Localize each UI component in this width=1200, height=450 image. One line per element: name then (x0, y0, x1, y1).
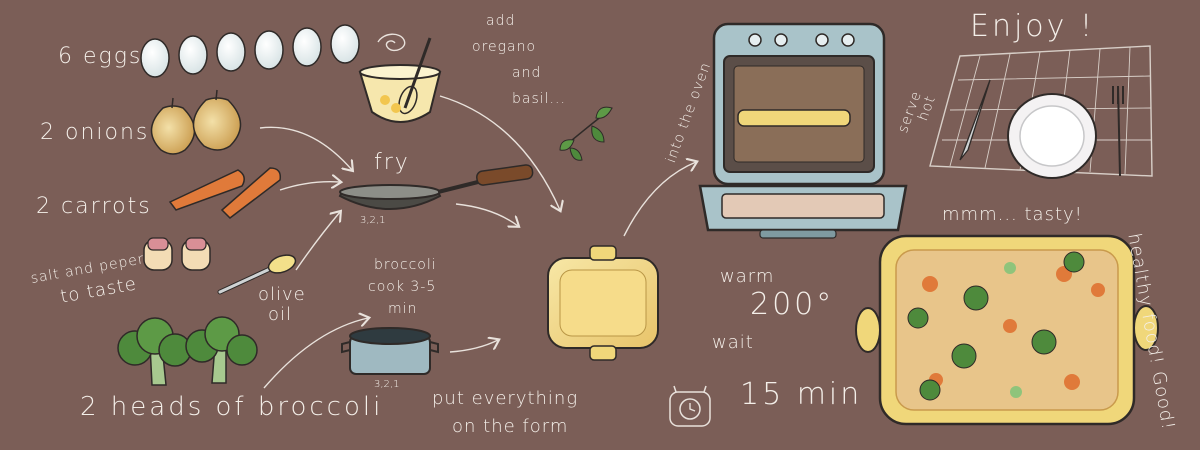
onion-icon (192, 89, 242, 151)
fork-icon (1112, 85, 1124, 177)
label-put-line2: on the form (452, 416, 569, 437)
mixing-bowl-illustration (358, 33, 442, 123)
leaf-icon (569, 147, 583, 161)
eggs-illustration (140, 24, 360, 78)
label-olive-line2: oil (268, 304, 293, 325)
label-carrots: 2 carrots (36, 194, 152, 219)
carrots-illustration (168, 167, 282, 219)
label-enjoy: Enjoy ! (970, 9, 1095, 44)
frying-pan-illustration (338, 164, 534, 210)
broccoli-icon (117, 317, 192, 386)
salt-pepper-illustration (143, 237, 211, 271)
leaf-icon (595, 106, 613, 119)
label-fry: fry (374, 150, 410, 175)
label-add-line2: oregano (472, 39, 537, 55)
broccoli-icon (185, 316, 258, 384)
place-setting-illustration (929, 45, 1153, 179)
oven-knob-icon (815, 33, 829, 47)
carrot-icon (220, 167, 282, 219)
oven-knob-icon (774, 33, 788, 47)
onions-illustration (150, 89, 242, 155)
knife-icon (959, 79, 991, 161)
oven-knob-icon (748, 33, 762, 47)
label-pot-count: 3,2,1 (374, 379, 400, 390)
pepper-shaker-icon (181, 237, 211, 271)
cooking-pot-illustration (341, 327, 439, 375)
label-fry-count: 3,2,1 (360, 215, 386, 226)
leaf-icon (591, 125, 605, 143)
label-olive-line1: olive (258, 284, 306, 305)
arrow-icon (295, 212, 340, 271)
label-broccoli-step-line1: broccoli (374, 257, 437, 273)
label-eggs: 6 eggs (58, 44, 143, 69)
arrow-icon (455, 203, 518, 226)
carrot-icon (168, 169, 245, 211)
arrow-icon (259, 126, 352, 170)
flow-arrows (259, 95, 696, 389)
label-warm: warm (720, 266, 775, 287)
label-onions: 2 onions (40, 120, 150, 145)
label-tasty: mmm... tasty! (942, 204, 1083, 225)
egg-icon (254, 30, 284, 70)
onion-icon (150, 97, 196, 155)
oven-illustration (698, 22, 908, 239)
arrow-icon (623, 162, 696, 237)
arrow-icon (439, 95, 560, 210)
label-broccoli: 2 heads of broccoli (80, 392, 384, 422)
baking-form-illustration (547, 245, 659, 361)
label-put-line1: put everything (432, 388, 579, 409)
arrow-icon (279, 182, 340, 191)
egg-icon (140, 38, 170, 78)
leaf-icon (559, 139, 575, 151)
label-broccoli-step-line2: cook 3-5 (368, 279, 437, 295)
egg-icon (178, 35, 208, 75)
olive-oil-spoon-illustration (217, 254, 297, 295)
oven-knob-icon (841, 33, 855, 47)
finished-casserole-illustration (855, 234, 1159, 426)
basil-leaves-illustration (559, 106, 613, 161)
label-broccoli-step-line3: min (388, 301, 418, 317)
egg-icon (330, 24, 360, 64)
arrow-icon (263, 318, 368, 389)
label-add-line3: and (512, 65, 542, 81)
label-add-line4: basil... (512, 91, 566, 107)
label-add-line1: add (486, 13, 516, 29)
arrow-icon (449, 340, 498, 353)
salt-shaker-icon (143, 237, 173, 271)
alarm-clock-icon (669, 385, 711, 427)
label-wait: wait (712, 332, 754, 353)
egg-icon (292, 27, 322, 67)
label-temperature: 200° (750, 287, 835, 322)
egg-icon (216, 32, 246, 72)
broccoli-illustration (117, 316, 258, 386)
label-time: 15 min (740, 377, 863, 412)
